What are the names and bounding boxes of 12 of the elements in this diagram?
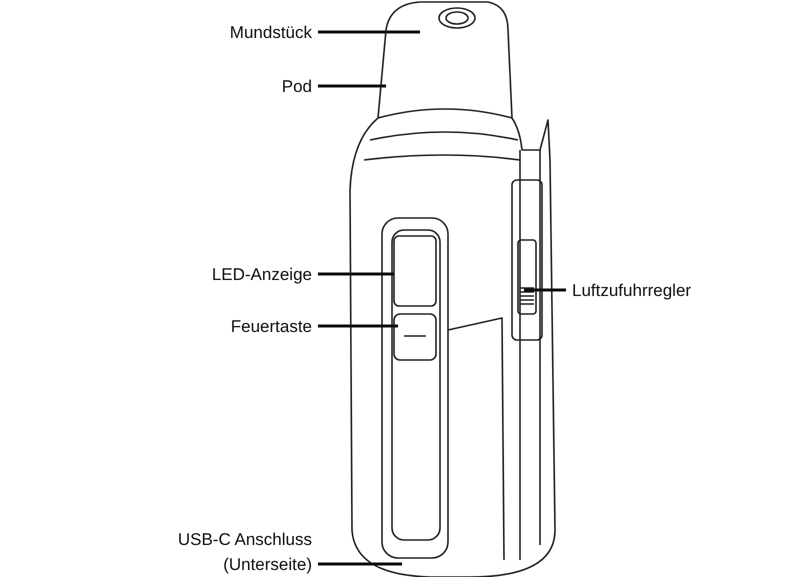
leader-line: [318, 562, 402, 566]
part-label: Luftzufuhrregler: [572, 278, 772, 303]
part-label: Pod: [232, 74, 312, 99]
leader-line: [318, 324, 398, 328]
part-label: LED-Anzeige: [162, 262, 312, 287]
part-label: Feuertaste: [162, 314, 312, 339]
leader-line: [524, 288, 566, 292]
leader-line: [318, 84, 386, 88]
leader-line: [318, 30, 420, 34]
leader-line: [318, 272, 394, 276]
part-label: Mundstück: [172, 20, 312, 45]
part-label: USB-C Anschluss (Unterseite): [112, 527, 312, 577]
